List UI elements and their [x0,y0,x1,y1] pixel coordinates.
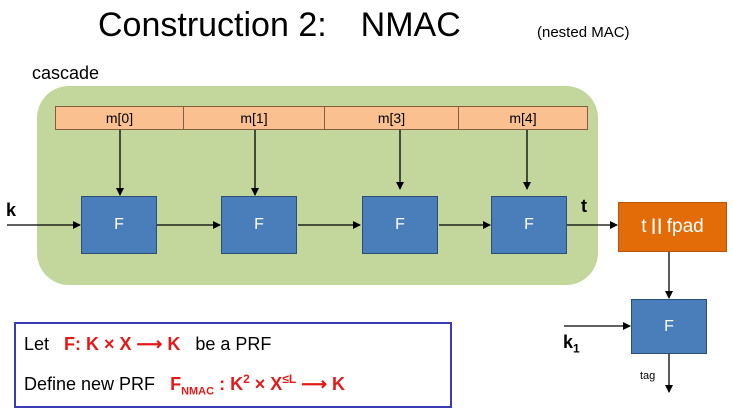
def2-f: F [170,374,182,394]
def2-colon: : [214,374,231,394]
def2-f-sub: NMAC [181,385,215,398]
definition-line-2: Define new PRF FNMAC : K2 × X≤L ⟶ K [24,372,345,398]
message-block-3: m[4] [458,106,588,130]
def1-math: F: K × X ⟶ K [64,334,181,354]
slide-subtitle: (nested MAC) [537,24,630,41]
message-block-2: m[3] [324,106,459,130]
outer-f-box: F [631,299,707,354]
tag-label: tag [640,370,656,382]
title-construction: Construction 2: [98,6,327,44]
f-box-4: F [491,196,567,254]
cascade-label: cascade [32,63,100,83]
f-box-1: F [81,196,157,254]
def2-times: × X [249,374,283,394]
message-block-0: m[0] [55,106,184,130]
k1-subscript: 1 [573,341,580,356]
def1-prefix: Let [24,334,50,354]
f-box-2: F [221,196,297,254]
def2-math: FNMAC : K2 × X≤L ⟶ K [170,372,346,398]
def2-k: K [230,374,244,394]
def1-suffix: be a PRF [195,334,272,354]
t-label: t [581,196,587,216]
key-label: k [6,200,17,220]
definition-line-1: Let F: K × X ⟶ K be a PRF [24,334,271,355]
pad-fpad: fpad [666,216,704,237]
slide-title: Construction 2: NMAC [98,6,461,45]
concat-symbol: II [650,214,663,239]
pad-t: t [641,216,647,237]
title-nmac: NMAC [360,6,461,44]
def2-prefix: Define new PRF [24,374,156,394]
f-box-3: F [362,196,438,254]
def2-x-sup: ≤L [282,372,297,386]
def2-k-sup: 2 [243,372,250,386]
k1-label: k1 [563,332,580,356]
padding-box: t II fpad [618,202,727,252]
k1-main: k [563,332,574,352]
definition-box: Let F: K × X ⟶ K be a PRF Define new PRF… [14,322,452,408]
def2-arrow: ⟶ K [296,374,346,394]
